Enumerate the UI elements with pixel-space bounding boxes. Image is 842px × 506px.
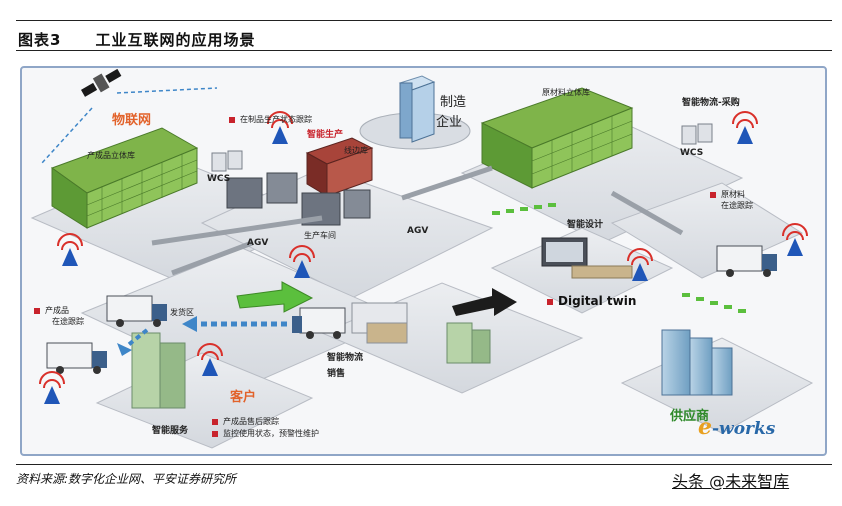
signal-icon: [627, 248, 653, 281]
truck-sales: [292, 307, 346, 339]
label-smart-logistics-sales-line2: 销售: [327, 369, 346, 379]
signal-icon: [267, 111, 293, 144]
figure-title: 图表3 工业互联网的应用场景: [18, 29, 289, 50]
footer-rule: [16, 464, 832, 465]
trucks: [46, 245, 777, 374]
label-monitoring: 监控使用状态，预警性维护: [212, 429, 319, 439]
flow-arrows: [41, 87, 746, 356]
enterprise-tower: [359, 75, 471, 150]
text-monitoring: 监控使用状态，预警性维护: [223, 429, 319, 438]
label-agv-left: AGV: [247, 238, 269, 248]
signal-icon: [782, 223, 808, 256]
label-smart-logistics-sales-line1: 智能物流: [327, 353, 364, 363]
label-smart-service: 智能服务: [152, 426, 189, 436]
text-raw-material: 原材料: [721, 190, 745, 199]
label-line-store: 线边库: [344, 146, 368, 155]
label-finished-transit-line1: 产成品: [34, 306, 69, 316]
text-digital-twin: Digital twin: [558, 294, 637, 308]
satellite-icon: [81, 68, 122, 97]
diagram-frame: 物联网 产成品立体库 在制品生产状态跟踪 智能生产 线边库 WCS AGV 生产…: [20, 66, 827, 456]
customer-buildings: [131, 332, 186, 409]
supplier-buildings: [661, 329, 733, 396]
label-raw-warehouse: 原材料立体库: [542, 88, 590, 97]
label-agv-right: AGV: [407, 226, 429, 236]
label-finished-transit-line2: 在途跟踪: [52, 317, 84, 326]
bullet-icon: [212, 418, 218, 425]
label-smart-logistics-procurement: 智能物流-采购: [682, 98, 740, 108]
sales-building: [446, 322, 491, 364]
label-enterprise-line2: 企业: [436, 115, 463, 130]
signal-icon: [39, 371, 65, 404]
scene-illustration: [30, 68, 814, 449]
label-aftersale-tracking: 产成品售后跟踪: [212, 417, 279, 427]
text-aftersale-tracking: 产成品售后跟踪: [223, 417, 279, 426]
label-production-workshop: 生产车间: [304, 231, 336, 240]
truck-shipping: [106, 295, 167, 327]
bullet-icon: [710, 191, 716, 198]
figure-number: 图表3: [18, 31, 62, 49]
logo-e: e: [698, 414, 712, 440]
header-bottom-rule: [16, 50, 832, 51]
wcs-cabinets: [211, 123, 713, 172]
text-in-production-tracking: 在制品生产状态跟踪: [240, 115, 312, 124]
label-raw-transit-line2: 在途跟踪: [721, 201, 753, 210]
text-finished-transit: 产成品: [45, 306, 69, 315]
label-iot: 物联网: [112, 113, 152, 128]
raw-warehouse-racks: [480, 87, 634, 189]
source-note: 资料来源:数字化企业网、平安证券研究所: [16, 472, 237, 486]
conveyors: [151, 165, 684, 276]
label-digital-twin: Digital twin: [547, 294, 637, 308]
signal-icon: [732, 111, 758, 144]
line-store-shelves: [305, 137, 374, 197]
label-finished-warehouse: 产成品立体库: [87, 151, 135, 160]
design-workstation: [541, 237, 633, 279]
label-wcs-left: WCS: [207, 174, 231, 184]
figure-caption: 工业互联网的应用场景: [95, 31, 256, 49]
label-enterprise-line1: 制造: [440, 95, 467, 110]
bullet-icon: [212, 430, 218, 437]
label-wcs-right: WCS: [680, 148, 704, 158]
truck-customer: [46, 342, 107, 374]
finished-warehouse-racks: [50, 127, 199, 229]
label-smart-design: 智能设计: [567, 220, 604, 230]
watermark: 头条 @未来智库: [672, 472, 790, 491]
header-top-rule: [16, 20, 832, 21]
bullet-icon: [34, 307, 40, 314]
label-raw-transit-line1: 原材料: [710, 190, 745, 200]
label-supplier: 供应商: [670, 409, 710, 424]
signal-icon: [197, 343, 223, 376]
label-smart-production: 智能生产: [307, 130, 344, 140]
signal-icon: [289, 245, 315, 278]
eworks-logo: e-works: [698, 414, 775, 440]
wireless-signal-icons: [39, 111, 808, 404]
logo-text: -works: [712, 419, 776, 439]
label-in-production-tracking: 在制品生产状态跟踪: [229, 115, 312, 125]
bullet-icon: [229, 116, 235, 123]
truck-raw: [716, 245, 777, 277]
sales-shelves: [351, 302, 408, 344]
signal-icon: [57, 233, 83, 266]
label-customer: 客户: [230, 390, 257, 405]
bullet-icon: [547, 298, 553, 305]
label-shipping-area: 发货区: [170, 308, 194, 317]
